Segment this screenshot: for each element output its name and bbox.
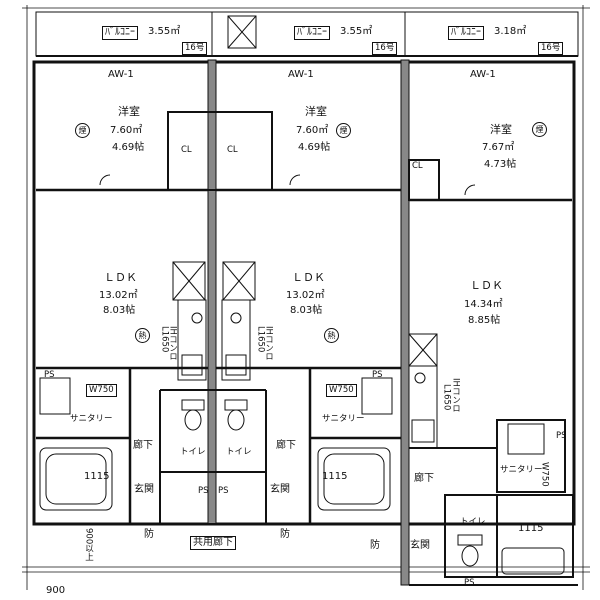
sanitary-label-1: サニタリー	[70, 414, 113, 424]
ldk-area-2: 13.02㎡	[286, 290, 325, 301]
ps-label-2: PS	[372, 370, 383, 380]
bedroom-tatami-2: 4.69帖	[298, 142, 331, 153]
ldk-tatami-2: 8.03帖	[290, 305, 323, 316]
ps-label-6: PS	[556, 431, 567, 441]
kitchen-size-3: L1650	[441, 384, 452, 411]
balcony-no-1: 16号	[182, 42, 208, 55]
kitchen-size-2: L1650	[255, 326, 266, 353]
smoke-detector-icon-1: 煙	[75, 123, 90, 138]
closet-label-3: CL	[412, 161, 423, 171]
balcony-no-2: 16号	[372, 42, 398, 55]
hall-label-3: 廊下	[414, 473, 434, 484]
balcony-label-2: ﾊﾞﾙｺﾆｰ	[294, 26, 330, 40]
ldk-tatami-3: 8.85帖	[468, 315, 501, 326]
closet-label-2: CL	[227, 145, 238, 155]
bath-size-1: 1115	[84, 471, 110, 482]
smoke-detector-icon-3: 煙	[532, 122, 547, 137]
dimension-width: 900	[46, 585, 66, 596]
window-label-1: AW-1	[108, 69, 134, 80]
hall-label-1: 廊下	[133, 440, 153, 451]
kitchen-stove-2: IHコンロ	[263, 326, 274, 361]
sanitary-label-2: サニタリー	[322, 414, 365, 424]
entrance-label-2: 玄関	[270, 484, 290, 495]
ldk-area-3: 14.34㎡	[464, 299, 503, 310]
ldk-name-1: ＬＤＫ	[104, 271, 137, 284]
bedroom-area-3: 7.67㎡	[482, 142, 515, 153]
window-label-3: AW-1	[470, 69, 496, 80]
fire-symbol-2: 防	[280, 529, 290, 540]
fire-symbol-1: 防	[144, 529, 154, 540]
ps-label-5: PS	[464, 578, 475, 588]
bedroom-area-2: 7.60㎡	[296, 125, 329, 136]
kitchen-size-1: L1650	[159, 326, 170, 353]
entrance-label-1: 玄関	[134, 484, 154, 495]
fire-symbol-3: 防	[370, 540, 380, 551]
ldk-name-2: ＬＤＫ	[292, 271, 325, 284]
bedroom-name-3: 洋室	[490, 123, 512, 136]
heat-detector-icon-2: 熱	[324, 328, 339, 343]
bedroom-tatami-3: 4.73帖	[484, 159, 517, 170]
toilet-label-1: トイレ	[180, 447, 206, 457]
balcony-no-3: 16号	[538, 42, 564, 55]
balcony-label-1: ﾊﾞﾙｺﾆｰ	[102, 26, 138, 40]
sanitary-label-3: サニタリー	[500, 465, 543, 475]
washer-label-3: W750	[539, 462, 550, 487]
washer-label-2: W750	[326, 384, 357, 397]
ldk-area-1: 13.02㎡	[99, 290, 138, 301]
ps-label-1: PS	[44, 370, 55, 380]
window-label-2: AW-1	[288, 69, 314, 80]
ps-label-4: PS	[218, 486, 229, 496]
kitchen-stove-1: IHコンロ	[167, 326, 178, 361]
balcony-area-2: 3.55㎡	[340, 26, 373, 37]
bedroom-area-1: 7.60㎡	[110, 125, 143, 136]
ldk-name-3: ＬＤＫ	[470, 279, 503, 292]
hall-label-2: 廊下	[276, 440, 296, 451]
kitchen-stove-3: IHコンロ	[450, 378, 461, 413]
entrance-label-3: 玄関	[410, 540, 430, 551]
closet-label-1: CL	[181, 145, 192, 155]
bath-size-3: 1115	[518, 523, 544, 534]
common-corridor-label: 共用廊下	[190, 536, 236, 550]
smoke-detector-icon-2: 煙	[336, 123, 351, 138]
balcony-area-1: 3.55㎡	[148, 26, 181, 37]
bedroom-tatami-1: 4.69帖	[112, 142, 145, 153]
bedroom-name-2: 洋室	[305, 105, 327, 118]
toilet-label-2: トイレ	[226, 447, 252, 457]
toilet-label-3: トイレ	[460, 517, 486, 527]
bedroom-name-1: 洋室	[118, 105, 140, 118]
balcony-area-3: 3.18㎡	[494, 26, 527, 37]
bath-size-2: 1115	[322, 471, 348, 482]
balcony-label-3: ﾊﾞﾙｺﾆｰ	[448, 26, 484, 40]
ps-label-3: PS	[198, 486, 209, 496]
heat-detector-icon-1: 熱	[135, 328, 150, 343]
dimension-height: 900以上	[83, 528, 94, 562]
ldk-tatami-1: 8.03帖	[103, 305, 136, 316]
washer-label-1: W750	[86, 384, 117, 397]
